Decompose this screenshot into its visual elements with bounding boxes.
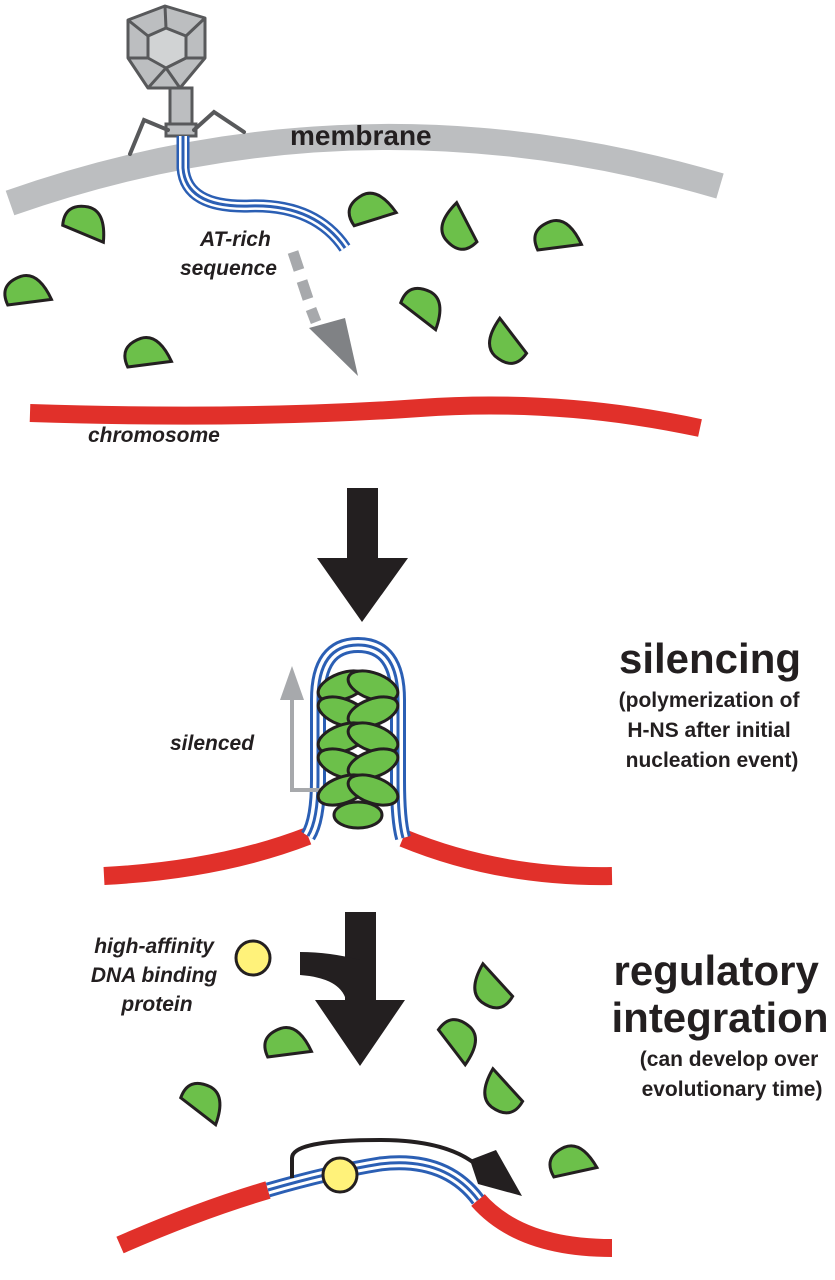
- phage-tail-fibers: [128, 109, 246, 156]
- chromosome-left-segment: [103, 827, 312, 885]
- cell-membrane: [5, 123, 724, 216]
- chromosome-label: chromosome: [88, 424, 220, 447]
- transition-arrow-2: [300, 912, 405, 1066]
- silencing-title: silencing: [619, 635, 801, 682]
- chromosome-right-segment: [471, 1193, 613, 1257]
- hns-protein: [430, 201, 481, 258]
- silenced-promoter-arrow: [280, 666, 330, 792]
- panel-infection: membrane: [0, 4, 724, 447]
- transition-arrow-1: [317, 488, 408, 622]
- hns-protein: [59, 198, 115, 244]
- chromosome: [29, 396, 702, 437]
- hns-polymer: [316, 669, 400, 830]
- phage-baseplate: [164, 122, 198, 138]
- bound-binding-protein: [321, 1156, 359, 1194]
- dashed-translocation-arrow: [287, 250, 358, 376]
- injected-at-rich-dna: [176, 136, 351, 252]
- integrated-dna: [265, 1155, 484, 1205]
- hns-protein: [434, 1010, 489, 1067]
- at-rich-label: AT-rich sequence: [180, 228, 277, 280]
- binding-protein-label: high-affinity DNA binding protein: [91, 935, 223, 1016]
- hns-protein: [544, 1138, 599, 1181]
- hns-protein: [260, 1022, 313, 1061]
- hns-protein: [461, 962, 517, 1018]
- hns-protein: [120, 332, 173, 371]
- hns-protein: [397, 279, 454, 332]
- chromosome-left-segment: [116, 1181, 271, 1254]
- hns-protein: [471, 1067, 527, 1123]
- hns-protein: [342, 184, 398, 230]
- hns-protein: [177, 1074, 234, 1127]
- hns-protein: [530, 215, 583, 254]
- active-promoter-arrow: [290, 1137, 522, 1196]
- hns-protein: [332, 800, 384, 830]
- bacteriophage: [126, 4, 246, 156]
- membrane-label: membrane: [290, 120, 432, 151]
- silenced-label: silenced: [170, 732, 255, 755]
- hns-protein: [476, 316, 531, 373]
- panel-regulatory-integration: high-affinity DNA binding protein: [91, 935, 831, 1257]
- phage-tail: [168, 86, 194, 128]
- regulatory-title: regulatory integration: [612, 947, 831, 1041]
- phage-head: [126, 4, 207, 90]
- silencing-description: (polymerization of H-NS after initial nu…: [619, 689, 806, 772]
- regulatory-description: (can develop over evolutionary time): [640, 1048, 824, 1101]
- panel-silencing: silenced silencing (polymerization of H-…: [103, 635, 806, 886]
- chromosome-right-segment: [399, 829, 613, 886]
- hns-proteins-released: [177, 962, 599, 1181]
- hns-protein: [0, 270, 53, 309]
- binding-protein-legend: [234, 939, 272, 977]
